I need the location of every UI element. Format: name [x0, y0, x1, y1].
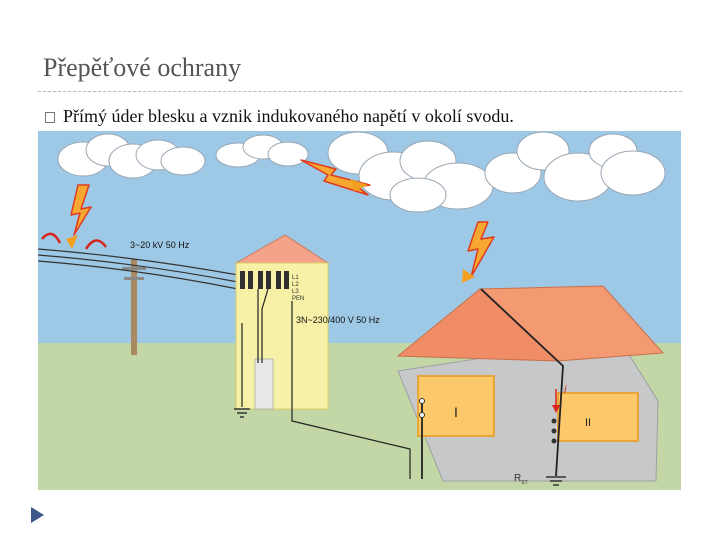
current-label: i [564, 384, 567, 396]
cloud [57, 133, 206, 179]
zone-2-label: II [585, 417, 591, 429]
station-door [254, 358, 274, 410]
earth-ground-icon [234, 408, 250, 418]
terminal-point [551, 418, 557, 424]
neutral-wire [261, 288, 269, 363]
utility-pole [131, 259, 137, 355]
strike-arrowhead [350, 179, 368, 191]
phase-label-l3: L3 [292, 289, 299, 295]
terminal-point [551, 438, 557, 444]
lightning-surge-illustration: 3~20 kV 50 Hz L1 L2 L3 PEN 3N~230/400 V … [38, 131, 681, 490]
strike-arrowhead [66, 235, 78, 249]
protection-zone-2 [557, 392, 639, 442]
phase-label-l1: L1 [292, 275, 299, 281]
cloud [215, 134, 309, 168]
pole-crossarm [122, 267, 146, 270]
cloud [484, 131, 666, 202]
earth-ground-icon [546, 476, 566, 486]
protection-zone-1 [417, 375, 495, 437]
power-wire [38, 254, 239, 283]
lightning-bolt-icon [467, 221, 495, 278]
cloud [327, 131, 494, 213]
next-slide-arrow-icon[interactable] [31, 507, 44, 523]
surge-wave [84, 239, 108, 250]
bullet-square-icon [45, 111, 55, 123]
title-divider [38, 91, 682, 92]
terminal-point [551, 428, 557, 434]
surge-wave [41, 232, 62, 244]
terminal-point [419, 412, 425, 418]
earth-resistance-label: RST [514, 473, 528, 486]
terminal-point [419, 398, 425, 404]
supply-cable [291, 301, 411, 479]
line-voltage-label: 3~20 kV 50 Hz [130, 240, 190, 250]
phase-label-l2: L2 [292, 282, 299, 288]
distribution-voltage-label: 3N~230/400 V 50 Hz [296, 315, 380, 325]
lightning-conductor [480, 288, 564, 477]
zone-1-label: I [454, 404, 458, 420]
current-arrowhead [552, 405, 560, 413]
pole-crossarm [124, 277, 144, 280]
strike-arrowhead [462, 269, 475, 283]
power-wire [38, 260, 239, 290]
station-vents [240, 271, 289, 289]
phase-label-pen: PEN [292, 296, 304, 302]
power-wire [38, 248, 239, 276]
lightning-bolt-icon [70, 184, 92, 236]
bullet-item: Přímý úder blesku a vznik indukovaného n… [45, 104, 514, 128]
bullet-text: Přímý úder blesku a vznik indukovaného n… [63, 105, 514, 126]
slide-title: Přepěťové ochrany [43, 53, 242, 82]
